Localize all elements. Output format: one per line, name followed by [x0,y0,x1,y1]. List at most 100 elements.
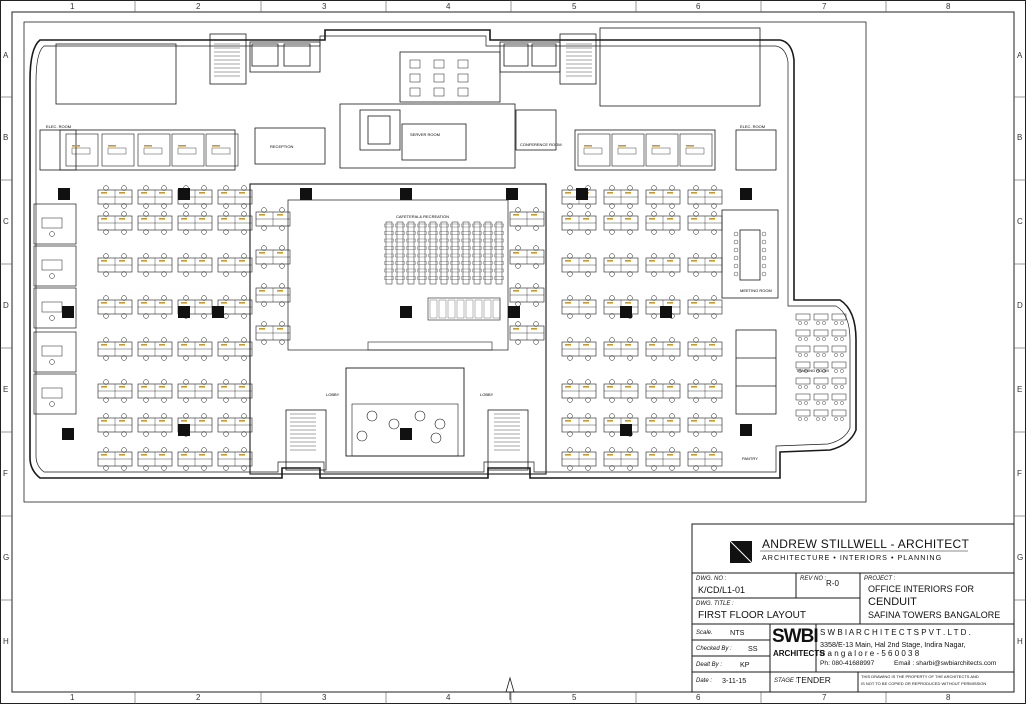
meeting-room [721,209,779,299]
cafeteria-seat [428,261,438,265]
chair-icon [183,379,189,385]
chair-icon [241,355,247,361]
grid-row-label: B [1017,133,1023,142]
chair-icon [183,337,189,343]
workstation-cluster [177,337,213,361]
chair-icon [121,397,127,403]
cabin-desk [41,301,63,313]
round-table [434,418,446,430]
cabin-desk [41,259,63,271]
monitor-icon [119,260,125,262]
date-value: 3-11-15 [722,676,747,685]
dining-table [409,73,421,83]
chair-icon [567,211,573,217]
monitor-icon [667,192,673,194]
workstation-cluster [645,211,681,235]
chair-icon [223,397,229,403]
workstation-cluster [137,253,173,277]
chair-icon [533,245,539,251]
chair-icon [121,379,127,385]
monitor-icon [221,420,227,422]
cafeteria-table [407,221,415,285]
stage-value: TENDER [796,675,831,685]
monitor-icon [709,386,715,388]
chair-icon [822,353,826,357]
monitor-icon [101,386,107,388]
monitor-icon [101,218,107,220]
counter-seat [447,299,456,319]
cafeteria-table [462,221,470,285]
chair-icon [533,339,539,345]
chair-icon [711,203,717,209]
chair-icon [201,203,207,209]
monitor-icon [513,214,519,216]
structural-column [400,188,412,200]
workstation-cluster [97,211,133,235]
chair-icon [822,321,826,325]
chair-icon [143,185,149,191]
chair-icon [711,431,717,437]
monitor-icon [531,328,537,330]
chair-icon [651,313,657,319]
chair-icon [201,295,207,301]
monitor-icon [625,302,631,304]
monitor-icon [565,454,571,456]
chair-icon [241,271,247,277]
copyright-line-1: THIS DRAWING IS THE PROPERTY OF THE ARCH… [861,674,979,679]
chair-icon [183,295,189,301]
chair-icon [241,295,247,301]
chair-icon [627,253,633,259]
structural-column [62,306,74,318]
chair-icon [241,397,247,403]
chair-icon [183,355,189,361]
monitor-icon [141,386,147,388]
workstation-cluster [255,321,291,345]
chair-icon [627,185,633,191]
chair-icon [585,211,591,217]
cafeteria-seat [483,238,493,243]
dining-table [433,87,445,97]
structural-column [620,306,632,318]
chair-icon [733,231,739,237]
monitor-icon [513,252,519,254]
workstation-cluster [509,245,545,269]
grid-row-label: E [3,385,9,394]
chair-icon [183,397,189,403]
chair-icon [798,337,802,341]
chair-icon [711,379,717,385]
cafeteria-seat [494,276,504,280]
chair-icon [669,337,675,343]
cafeteria-seat [450,253,460,258]
cafeteria-seat [406,238,416,243]
chair-icon [241,465,247,471]
monitor-icon [221,192,227,194]
chair-icon [567,229,573,235]
chair-icon [121,431,127,437]
monitor-icon [181,420,187,422]
workstation-cluster [177,447,213,471]
cafeteria-seat [384,223,394,228]
monitor-icon [565,260,571,262]
chair-icon [798,417,802,421]
cafeteria-seat [494,261,504,265]
workstation-cluster [97,295,133,319]
structural-column [212,306,224,318]
monitor-icon [618,145,626,147]
monitor-icon [221,344,227,346]
monitor-icon [607,344,613,346]
date-label: Date : [696,678,713,684]
cabin-office [101,133,135,167]
chair-icon [161,229,167,235]
cabin-desk [685,147,705,155]
chair-icon [609,337,615,343]
chair-icon [201,337,207,343]
chair-icon [627,397,633,403]
architect-logo-slash [729,540,753,564]
chair-icon [816,385,820,389]
cafeteria-table [396,221,404,285]
monitor-icon [649,302,655,304]
chair-icon [834,401,838,405]
monitor-icon [141,218,147,220]
chair-icon [121,203,127,209]
chair-icon [693,185,699,191]
